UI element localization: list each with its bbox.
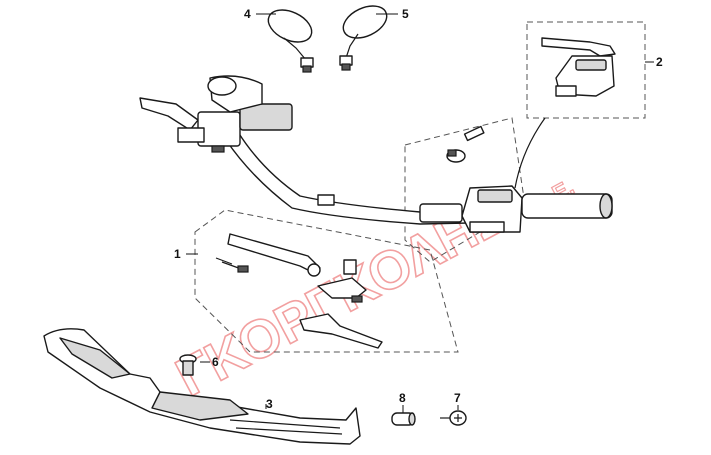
assembly-guide-lines <box>194 21 646 353</box>
lever-assembly-box <box>194 209 459 353</box>
switch-inset-box <box>526 21 646 119</box>
callout-5: 5 <box>402 7 409 21</box>
mirror-right <box>339 5 388 71</box>
switch-assembly-guide <box>404 117 526 263</box>
mirror-left <box>267 9 314 73</box>
callout-leaders <box>186 13 654 413</box>
callout-7: 7 <box>454 391 461 405</box>
callout-8: 8 <box>399 391 406 405</box>
callout-6: 6 <box>212 355 219 369</box>
callout-2: 2 <box>656 55 663 69</box>
callout-4: 4 <box>244 7 251 21</box>
left-master-cylinder <box>139 75 293 153</box>
bolt <box>179 354 197 376</box>
right-switch-housing <box>419 185 613 233</box>
watermark: ΓΚΟΡΓΚΟΛΗΣ Α.Ε. <box>166 174 579 409</box>
switch-cable <box>514 117 546 189</box>
hand-guard <box>43 328 361 445</box>
callout-1: 1 <box>174 247 181 261</box>
inset-switch <box>541 37 616 97</box>
callout-numbers: 1 2 3 4 5 6 7 8 <box>174 7 663 411</box>
screw <box>440 410 467 426</box>
callout-3: 3 <box>266 397 273 411</box>
clutch-lever-assembly <box>215 233 383 349</box>
switch-hardware <box>446 125 485 163</box>
spacer <box>391 412 416 426</box>
